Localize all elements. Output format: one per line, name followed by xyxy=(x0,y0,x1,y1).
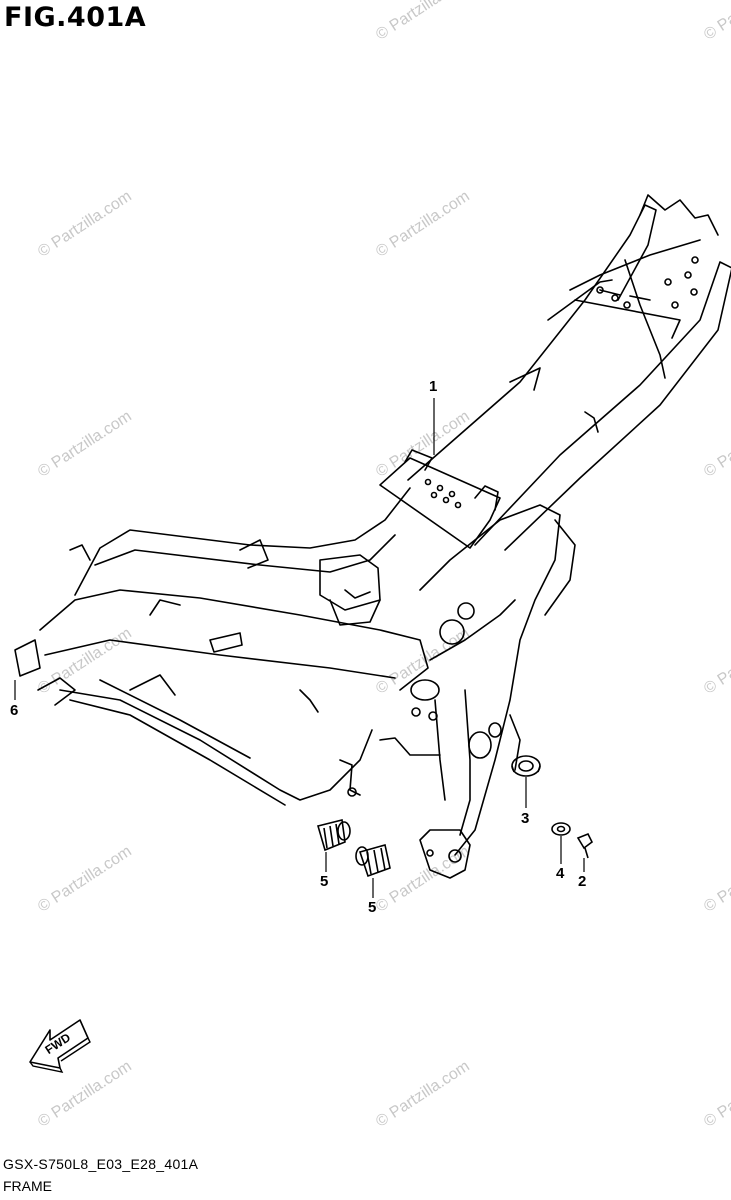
diagram-name: FRAME xyxy=(3,1178,52,1194)
callout-6: 6 xyxy=(10,702,19,719)
callout-5: 5 xyxy=(320,873,329,890)
callout-4: 4 xyxy=(556,865,565,882)
steering-head xyxy=(339,504,576,879)
callout-2: 2 xyxy=(578,873,587,890)
side-frame-bracket xyxy=(14,639,76,706)
fwd-arrow-icon: FWD xyxy=(29,1019,91,1073)
part-5-collar-b xyxy=(355,844,391,878)
part-2-bolt xyxy=(576,832,594,859)
figure-title: FIG.401A xyxy=(4,2,147,33)
callout-3: 3 xyxy=(521,810,530,827)
main-spars xyxy=(39,487,429,806)
engine-mounts xyxy=(319,554,475,721)
part-3-bushing xyxy=(511,755,541,777)
callout-5: 5 xyxy=(368,899,377,916)
part-5-collar-a xyxy=(316,819,351,852)
seat-crossmember xyxy=(379,449,501,549)
diagram-code: GSX-S750L8_E03_E28_401A xyxy=(3,1156,199,1172)
callout-1: 1 xyxy=(429,378,438,395)
part-4-washer xyxy=(551,822,571,836)
rear-subframe xyxy=(407,194,731,551)
